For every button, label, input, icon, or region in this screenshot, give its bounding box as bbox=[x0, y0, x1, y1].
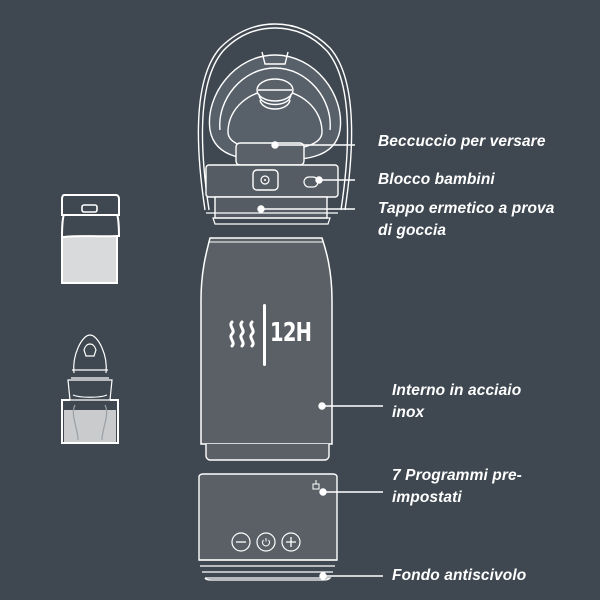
bottle-icon-small bbox=[61, 194, 120, 284]
spout-ring bbox=[235, 142, 305, 166]
callout-stainless-interior: Interno in acciaio inox bbox=[392, 382, 522, 421]
main-body bbox=[200, 237, 333, 445]
seal-ring bbox=[214, 196, 328, 219]
program-indicator-icon bbox=[312, 480, 320, 490]
callout-preset-programs: 7 Programmi pre- impostati bbox=[392, 467, 522, 506]
bottle-icon-feeding bbox=[61, 334, 119, 444]
heat-icon bbox=[229, 320, 255, 348]
callout-non-slip-base: Fondo antiscivolo bbox=[392, 567, 527, 584]
callout-seal-cap: Tappo ermetico a prova di goccia bbox=[378, 200, 555, 239]
callout-lines bbox=[257, 141, 383, 580]
base-grip-rings bbox=[199, 559, 337, 581]
duration-badge: 12H bbox=[270, 318, 312, 348]
base-unit bbox=[198, 473, 338, 561]
lid-handle bbox=[197, 23, 353, 211]
badge-divider bbox=[263, 304, 266, 366]
minus-button[interactable] bbox=[231, 532, 251, 552]
plus-button[interactable] bbox=[281, 532, 301, 552]
callout-child-lock: Blocco bambini bbox=[378, 171, 495, 188]
power-button[interactable] bbox=[256, 532, 276, 552]
callout-spout: Beccuccio per versare bbox=[378, 133, 546, 150]
lock-button[interactable] bbox=[252, 169, 279, 191]
